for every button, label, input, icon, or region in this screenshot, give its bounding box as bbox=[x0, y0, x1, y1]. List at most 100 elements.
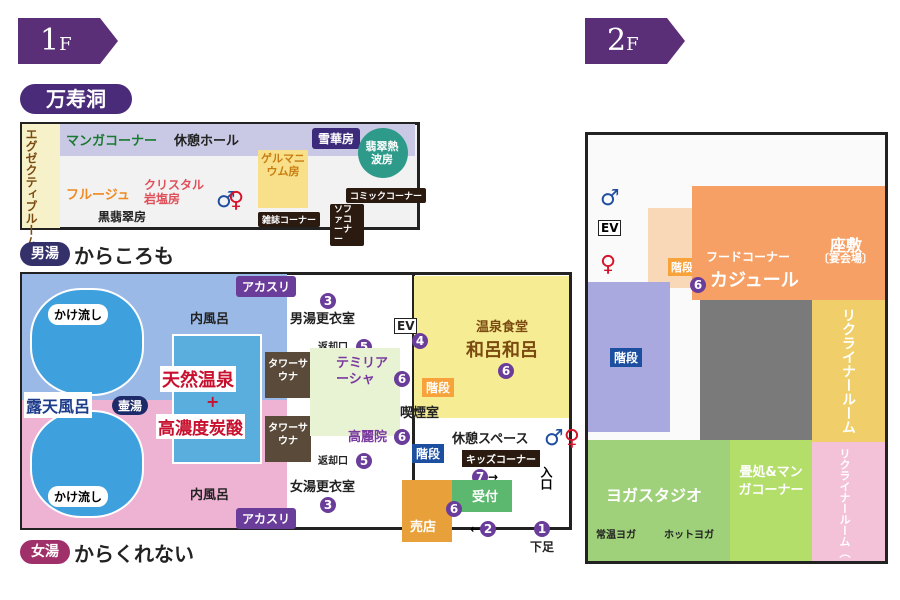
stairs-small-area bbox=[648, 208, 692, 288]
normal-yoga-label: 常温ヨガ bbox=[596, 530, 636, 541]
food-corner-label: フードコーナー bbox=[706, 250, 791, 264]
arrow-two: ← bbox=[470, 522, 481, 536]
plus-label: + bbox=[206, 392, 220, 411]
women-bath-icon: 女湯 bbox=[20, 540, 70, 564]
stairs-big-label: 階段 bbox=[610, 348, 643, 367]
kids-corner-label: キッズコーナー bbox=[462, 450, 540, 467]
men-kakenagashi-label: かけ流し bbox=[48, 304, 109, 325]
men-uchiburo-label: 内風呂 bbox=[190, 312, 230, 327]
tennen-onsen-label: 天然温泉 bbox=[160, 366, 236, 392]
therapy-badge: 6 bbox=[394, 368, 410, 387]
restaurant-badge: 6 bbox=[498, 360, 514, 379]
hisui-label: 翡翠熱波房 bbox=[365, 140, 399, 166]
hisui-room bbox=[358, 128, 408, 178]
men-akasuri-label: アカスリ bbox=[236, 276, 297, 297]
tatami-area bbox=[730, 440, 812, 561]
smoking-room-label: 喫煙室 bbox=[400, 406, 440, 421]
men-changing-badge: 3 bbox=[320, 290, 336, 309]
men-return-label: 返却口 bbox=[318, 338, 348, 353]
women-uchiburo-label: 内風呂 bbox=[190, 488, 230, 503]
badge-one: 1 bbox=[534, 518, 550, 537]
men-tower-sauna bbox=[265, 352, 311, 398]
tannsan-label: 高濃度炭酸 bbox=[156, 414, 245, 439]
rest-space-label: 休憩スペース bbox=[452, 432, 529, 447]
women-changing-badge: 3 bbox=[320, 494, 336, 513]
stairs-small-label: 階段 bbox=[668, 258, 696, 276]
koraiin-label: 高麗院 bbox=[348, 430, 388, 445]
men-restroom-1f-icon: ♂♀ bbox=[544, 426, 580, 451]
reception-label: 受付 bbox=[472, 490, 499, 505]
recliner-area bbox=[812, 300, 885, 442]
casual-label: カジュール bbox=[710, 270, 799, 291]
women-tower-sauna bbox=[265, 416, 311, 462]
floor-2-tag: 2F bbox=[585, 18, 685, 64]
women-restroom-icon: ♀ bbox=[228, 188, 245, 213]
recliner-women-label: リクライナールーム（女性専用） bbox=[838, 448, 851, 558]
rotenburo-label: 露天風呂 bbox=[24, 392, 93, 418]
banquet-label: 〔宴会場〕 bbox=[818, 252, 873, 265]
recliner-label: リクライナールーム bbox=[840, 308, 856, 434]
comic-corner-label: コミックコーナー bbox=[346, 188, 427, 203]
floor-1-f: F bbox=[59, 34, 72, 55]
men-bath-name: からころも bbox=[74, 244, 174, 268]
hot-yoga-label: ホットヨガ bbox=[664, 530, 714, 541]
yoga-studio-label: ヨガスタジオ bbox=[606, 486, 703, 505]
floor-2-f: F bbox=[626, 34, 639, 55]
manjudo-label: 万寿洞 bbox=[20, 84, 132, 114]
yoga-area bbox=[588, 440, 730, 561]
floor-1-tag: 1F bbox=[18, 18, 118, 64]
ev-2f-label: EV bbox=[598, 220, 622, 236]
bath-area bbox=[20, 272, 415, 530]
crystal-label: クリスタル岩塩房 bbox=[144, 178, 205, 206]
women-tower-sauna-label: タワーサウナ bbox=[268, 423, 308, 447]
germanium-label: ゲルマニウム房 bbox=[261, 152, 305, 178]
women-bath-name: からくれない bbox=[74, 542, 194, 566]
restaurant-top-label: 温泉食堂 bbox=[476, 320, 529, 335]
women-return-label: 返却口 bbox=[318, 456, 348, 467]
therapy-room bbox=[310, 348, 400, 436]
reception-area bbox=[452, 480, 512, 512]
germanium-room bbox=[258, 150, 308, 208]
casual-badge: 6 bbox=[690, 274, 706, 293]
restaurant-label: 和呂和呂 bbox=[466, 340, 538, 361]
badge-two: ←2 bbox=[470, 518, 497, 537]
shop-label: 売店 bbox=[410, 520, 437, 535]
women-kakenagashi-label: かけ流し bbox=[48, 486, 109, 507]
therapy-label: テミリアーシャ bbox=[336, 356, 389, 387]
food-area bbox=[692, 186, 885, 300]
women-akasuri-label: アカスリ bbox=[236, 508, 297, 529]
central-bath bbox=[172, 334, 262, 464]
magazine-corner-label: 雑誌コーナー bbox=[258, 212, 321, 227]
lounge-hall-label: 休憩ホール bbox=[174, 134, 240, 149]
tatami-label: 畳処&マンガコーナー bbox=[738, 465, 804, 498]
shop-badge: 6 bbox=[446, 498, 462, 517]
women-restroom-2f-icon: ♀ bbox=[600, 252, 617, 277]
kokuhisui-label: 黒翡翠房 bbox=[98, 210, 147, 224]
women-changing-label: 女湯更衣室 bbox=[290, 480, 356, 495]
koraiin-badge: 6 bbox=[394, 426, 410, 445]
entrance-label: 入口 bbox=[539, 466, 553, 490]
sofa-corner-label: ソファコーナー bbox=[330, 204, 364, 246]
gray-block bbox=[700, 300, 812, 440]
men-bath-icon: 男湯 bbox=[20, 242, 70, 266]
executive-room-label: エグゼクティブルーム bbox=[24, 128, 38, 248]
fluge-label: フルージュ bbox=[66, 188, 130, 203]
stairs-1f-label: 階段 bbox=[422, 378, 455, 397]
shoes-label: 下足 bbox=[530, 540, 555, 554]
women-return-badge: 5 bbox=[356, 450, 372, 469]
tsuboyu-label: 壷湯 bbox=[112, 396, 149, 415]
men-tower-sauna-label: タワーサウナ bbox=[268, 359, 308, 383]
manga-corner-label: マンガコーナー bbox=[66, 134, 158, 149]
floor-1-number: 1 bbox=[40, 23, 60, 58]
seppo-label: 雪華房 bbox=[312, 128, 361, 149]
ev-1f-label: EV bbox=[394, 318, 418, 334]
arrow-seven: → bbox=[488, 470, 499, 484]
shop-area bbox=[402, 480, 452, 542]
ev-1f-badge: 4 bbox=[412, 330, 428, 349]
men-restroom-icon: ♂ bbox=[216, 188, 236, 213]
stairs2-1f-label: 階段 bbox=[412, 444, 445, 463]
floor-2-number: 2 bbox=[607, 23, 627, 58]
men-changing-label: 男湯更衣室 bbox=[290, 312, 356, 327]
zashiki-label: 座敷 bbox=[830, 236, 863, 255]
recliner-women-area bbox=[812, 442, 885, 561]
